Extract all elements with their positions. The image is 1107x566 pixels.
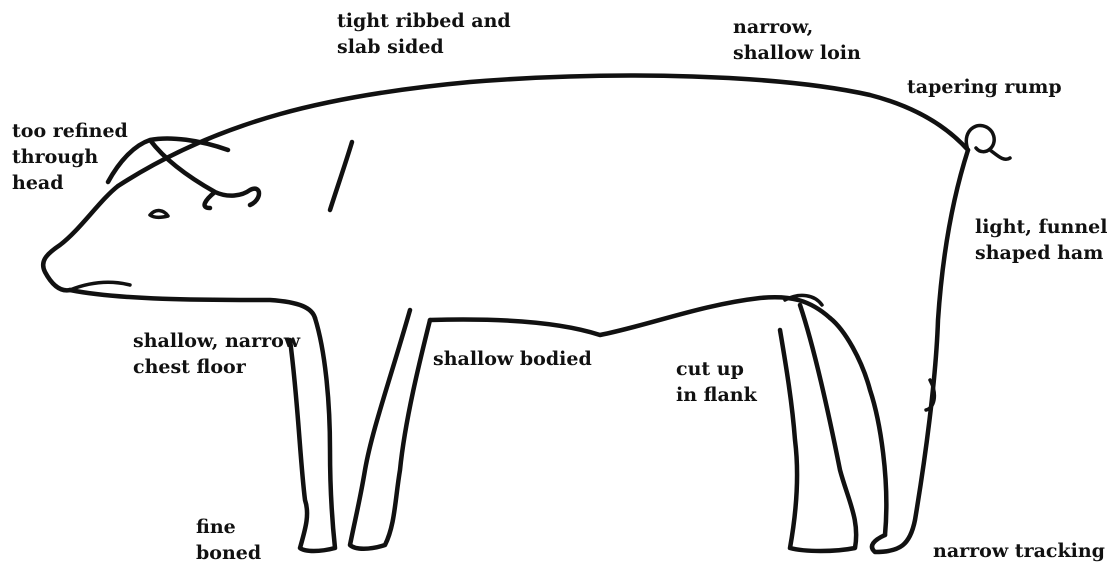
hind-leg-inner [830, 318, 886, 535]
ham-mark [926, 380, 934, 410]
label-tracking: narrow tracking [933, 538, 1105, 564]
snout [43, 186, 118, 290]
label-rump: tapering rump [907, 74, 1062, 100]
shoulder-mark [330, 142, 352, 210]
hind-leg-far [780, 305, 856, 551]
eye [150, 211, 168, 218]
tail [966, 126, 1010, 160]
mouth [70, 282, 130, 290]
label-loin: narrow,shallow loin [733, 14, 861, 66]
belly-line [430, 297, 830, 335]
label-body: shallow bodied [433, 346, 592, 372]
back-line [118, 76, 968, 186]
front-leg-far [350, 310, 430, 549]
chest-line [70, 290, 315, 318]
